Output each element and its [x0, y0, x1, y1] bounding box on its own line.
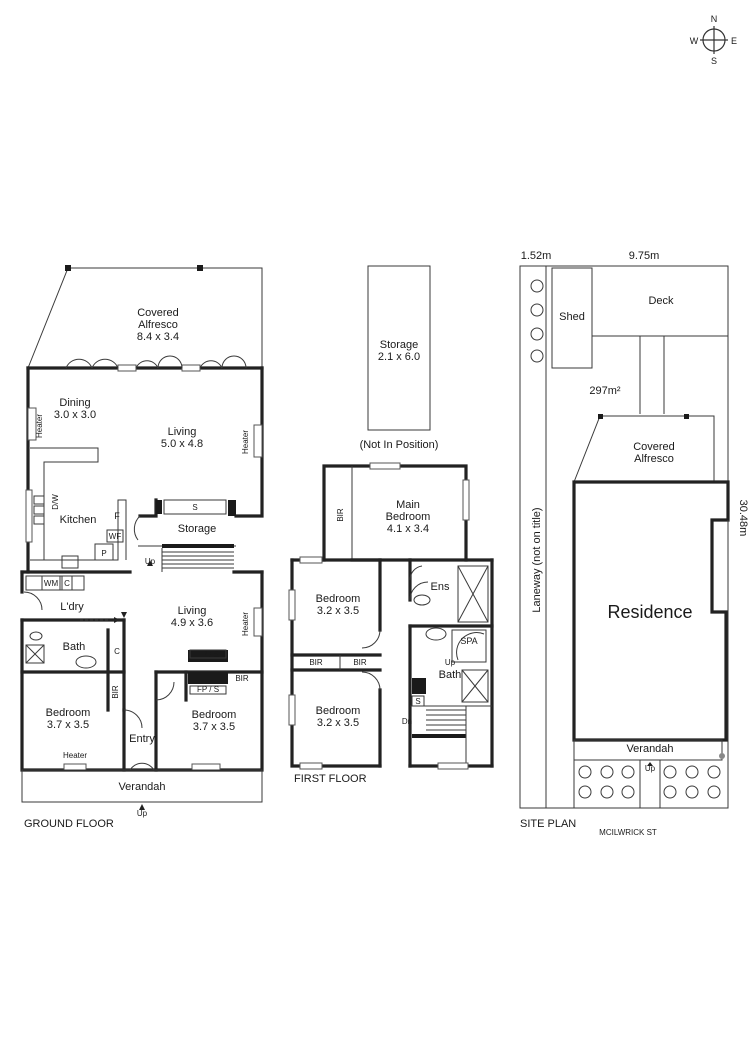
bir-label-bedroom-right: BIR [235, 674, 249, 683]
site-up-label: Up [645, 764, 656, 773]
ens-label: Ens [431, 581, 450, 593]
laundry-label: L'dry [60, 601, 84, 613]
dining-size: 3.0 x 3.0 [54, 409, 96, 421]
living-rear-size: 5.0 x 4.8 [161, 438, 203, 450]
bedroom-right-label: Bedroom [192, 709, 237, 721]
heater-label-bedroom: Heater [63, 751, 87, 760]
compass-icon: N S E W [690, 14, 737, 66]
first-floor-plan: Storage 2.1 x 6.0 (Not In Position) [288, 265, 494, 785]
ground-floor-plan: Covered Alfresco 8.4 x 3.4 Dining 3.0 x … [20, 265, 264, 830]
storage-label: Storage [178, 523, 217, 535]
ff-up-label: Up [445, 658, 456, 667]
wm-label: WM [44, 579, 59, 588]
ff-storage-size: 2.1 x 6.0 [378, 351, 420, 363]
bedroom-left-label: Bedroom [46, 707, 91, 719]
site-alfresco-label-2: Alfresco [634, 453, 674, 465]
compass-n: N [711, 14, 718, 24]
tree-icons-laneway [530, 279, 544, 363]
compass-e: E [731, 36, 737, 46]
street-label: MCILWRICK ST [599, 828, 657, 837]
ground-stairs [161, 544, 234, 572]
ff-storage-label: Storage [380, 339, 419, 351]
verandah-label: Verandah [118, 781, 165, 793]
pantry-label: P [101, 549, 106, 558]
ff-bedroom-lower-label: Bedroom [316, 705, 361, 717]
site-plan-caption: SITE PLAN [520, 818, 576, 830]
alfresco-label-2: Alfresco [138, 319, 178, 331]
fridge-label: F [114, 511, 120, 521]
heater-label-living-front: Heater [241, 612, 250, 636]
heater-label-living-rear: Heater [241, 430, 250, 454]
bedroom-left-size: 3.7 x 3.5 [47, 719, 89, 731]
main-bedroom-label-2: Bedroom [386, 511, 431, 523]
first-floor-stairs [412, 706, 467, 766]
ff-dn-label: Dn [402, 717, 412, 726]
fps-label-upper: FP / S [197, 650, 219, 659]
shed-label: Shed [559, 311, 585, 323]
residence-label: Residence [607, 602, 692, 622]
alfresco-size: 8.4 x 3.4 [137, 331, 179, 343]
up-label-verandah: Up [137, 809, 148, 818]
c-label-bath: C [114, 647, 120, 656]
laneway-label: Laneway (not on title) [531, 507, 543, 612]
ff-bir-main: BIR [336, 508, 345, 522]
compass-w: W [690, 36, 699, 46]
bedroom-right-size: 3.7 x 3.5 [193, 721, 235, 733]
ff-s-label: S [415, 697, 420, 706]
c-label-laundry: C [64, 579, 70, 588]
first-floor-caption: FIRST FLOOR [294, 773, 367, 785]
deck-label: Deck [648, 295, 674, 307]
entry-label: Entry [129, 733, 155, 745]
main-bedroom-label: Main [396, 499, 420, 511]
site-dim-top: 9.75m [629, 250, 660, 262]
living-front-label: Living [178, 605, 207, 617]
site-dim-right: 30.48m [737, 500, 749, 537]
main-bedroom-size: 4.1 x 3.4 [387, 523, 429, 535]
living-front-size: 4.9 x 3.6 [171, 617, 213, 629]
ff-storage-note: (Not In Position) [360, 439, 439, 451]
site-alfresco-label: Covered [633, 441, 675, 453]
bath-label: Bath [63, 641, 86, 653]
site-dim-left: 1.52m [521, 250, 552, 262]
ff-bath-label: Bath [439, 669, 462, 681]
ff-bir-right: BIR [353, 658, 367, 667]
alfresco-label: Covered [137, 307, 179, 319]
ff-bedroom-upper-size: 3.2 x 3.5 [317, 605, 359, 617]
dw-label: D/W [51, 494, 60, 510]
ff-bedroom-upper-label: Bedroom [316, 593, 361, 605]
up-label-stairs: Up [145, 557, 156, 566]
tree-icons-front [578, 765, 721, 799]
site-area-label: 297m² [589, 385, 621, 397]
site-verandah-label: Verandah [626, 743, 673, 755]
compass-s: S [711, 56, 717, 66]
site-plan: 1.52m 9.75m 30.48m Shed Deck 297m² Cover… [519, 250, 749, 837]
kitchen-label: Kitchen [60, 514, 97, 526]
ff-bir-left: BIR [309, 658, 323, 667]
ground-floor-caption: GROUND FLOOR [24, 818, 114, 830]
bir-label-bedroom-left: BIR [111, 685, 120, 699]
ff-bedroom-lower-size: 3.2 x 3.5 [317, 717, 359, 729]
heater-label-dining: Heater [35, 414, 44, 438]
spa-label: SPA [460, 636, 477, 646]
dining-label: Dining [59, 397, 90, 409]
storage-s-label: S [192, 503, 197, 512]
wf-label: WF [109, 532, 122, 541]
fps-label-lower: FP / S [197, 685, 219, 694]
living-rear-label: Living [168, 426, 197, 438]
